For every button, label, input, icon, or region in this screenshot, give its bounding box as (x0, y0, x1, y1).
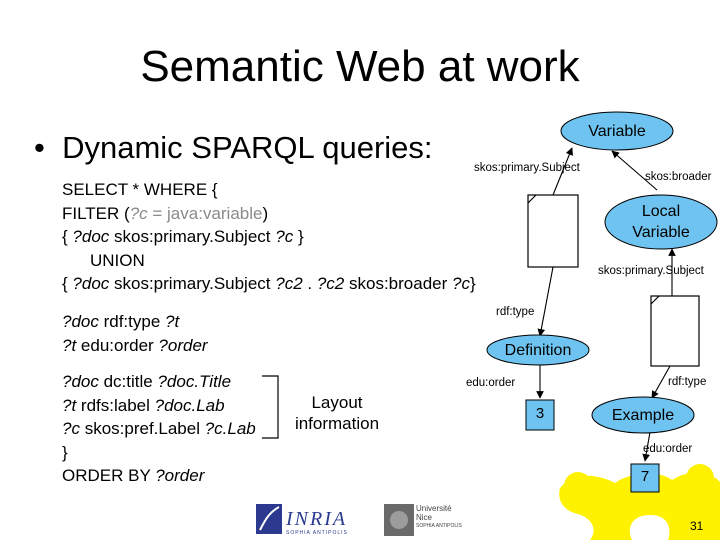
layout-bracket (262, 375, 279, 439)
query1-line1: SELECT * WHERE { (62, 180, 218, 199)
unice-line2: Nice (416, 513, 433, 522)
bullet-text: • Dynamic SPARQL queries: (34, 130, 433, 166)
layout-label-line1: Layout (311, 393, 363, 412)
layout-label-line2: information (294, 414, 380, 433)
query3-line3: ?c skos:pref.Label ?c.Lab (62, 419, 256, 438)
box-3-label: 3 (535, 405, 545, 422)
local-variable-line2: Variable (632, 224, 690, 241)
edge-label-rdf-type-1: rdf:type (496, 306, 535, 318)
edge-label-edu-order-2: edu:order (643, 443, 693, 455)
edge-doc1-to-variable (552, 147, 573, 196)
edge-label-broader: skos:broader (645, 171, 712, 183)
edge-doc1-to-definition (537, 266, 554, 337)
node-variable-label: Variable (588, 123, 646, 140)
query2-line2: ?t edu:order ?order (62, 335, 208, 355)
query1-line3: { ?doc skos:primary.Subject ?c } (62, 227, 304, 246)
unice-line1: Université (416, 504, 452, 513)
query2-line1: ?doc rdf:type ?t (62, 312, 180, 331)
query3-line5: ORDER BY ?order (62, 466, 205, 485)
query3-line1: ?doc dc:title ?doc.Title (62, 372, 232, 391)
box-7-label: 7 (640, 468, 650, 485)
node-local-variable-label: Local Variable (605, 201, 717, 243)
bullet-dot: • (34, 130, 45, 165)
node-variable (560, 111, 674, 151)
edge-example-to-7 (642, 431, 651, 462)
edge-doc2-to-example (651, 365, 671, 399)
query1-line2: FILTER (?c = java:variable) (62, 203, 269, 223)
unice-logo-text: Université Nice SOPHIA ANTIPOLIS (416, 504, 462, 531)
unice-logo (384, 504, 414, 536)
node-definition (486, 334, 590, 366)
inria-logo-text: INRIA (286, 508, 348, 530)
node-example (591, 396, 695, 434)
document-shape-2 (650, 295, 700, 367)
query1-line4: UNION (90, 250, 145, 270)
query3-line4: } (62, 442, 68, 462)
edge-label-primary-subject-1: skos:primary.Subject (474, 162, 580, 174)
node-definition-label: Definition (504, 342, 572, 359)
page-number: 31 (690, 519, 704, 533)
node-example-label: Example (611, 407, 675, 424)
layout-information-label: Layout information (288, 392, 386, 434)
edge-label-edu-order-1: edu:order (466, 377, 516, 389)
query3-line2: ?t rdfs:label ?doc.Lab (62, 395, 225, 415)
inria-logo-subtext: SOPHIA ANTIPOLIS (286, 530, 348, 536)
inria-logo (256, 504, 282, 534)
puzzle-piece-decoration (559, 464, 720, 540)
slide-title: Semantic Web at work (140, 42, 580, 91)
edge-label-primary-subject-2: skos:primary.Subject (598, 265, 704, 277)
edge-label-rdf-type-2: rdf:type (668, 376, 707, 388)
query-block-2: ?doc rdf:type ?t ?t edu:order ?order (62, 310, 208, 357)
query-block-3: ?doc dc:title ?doc.Title ?t rdfs:label ?… (62, 370, 256, 488)
query1-line5: { ?doc skos:primary.Subject ?c2 . ?c2 sk… (62, 274, 476, 293)
box-7 (630, 463, 660, 493)
edge-local-to-variable (611, 150, 658, 191)
bullet-label: Dynamic SPARQL queries: (62, 130, 433, 165)
node-local-variable (604, 194, 718, 250)
document-shape-1 (527, 194, 579, 268)
edges (536, 147, 676, 462)
box-3 (525, 399, 555, 431)
query-block-1: SELECT * WHERE { FILTER (?c = java:varia… (62, 178, 476, 296)
unice-sub: SOPHIA ANTIPOLIS (416, 523, 462, 529)
local-variable-line1: Local (641, 203, 681, 220)
